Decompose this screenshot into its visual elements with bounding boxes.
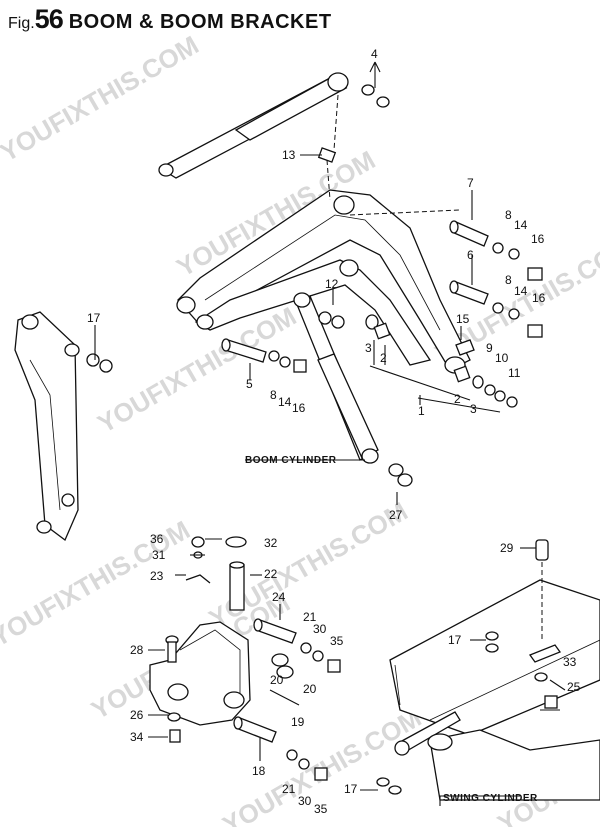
callout-8: 8 xyxy=(505,208,512,222)
callout-14: 14 xyxy=(514,284,528,298)
callout-25: 25 xyxy=(567,680,581,694)
callout-7: 7 xyxy=(467,176,474,190)
callout-24: 24 xyxy=(272,590,286,604)
figure-title-text: BOOM & BOOM BRACKET xyxy=(68,11,332,33)
callout-16: 16 xyxy=(292,401,306,415)
callout-33: 33 xyxy=(563,655,577,669)
callout-17: 17 xyxy=(448,633,462,647)
top-cylinder xyxy=(158,72,349,179)
callout-20: 20 xyxy=(303,682,317,696)
swing-cylinder-caption: SWING CYLINDER xyxy=(443,793,538,804)
callout-27: 27 xyxy=(389,508,403,522)
callout-11: 11 xyxy=(508,366,521,380)
callout-21: 21 xyxy=(282,782,296,796)
callout-16: 16 xyxy=(532,291,546,305)
callout-4: 4 xyxy=(371,47,378,61)
callout-34: 34 xyxy=(130,730,144,744)
watermark: YOUFIXTHIS.COM xyxy=(0,515,195,653)
callout-20: 20 xyxy=(270,673,284,687)
callout-2: 2 xyxy=(380,351,387,365)
callout-26: 26 xyxy=(130,708,144,722)
callout-17: 17 xyxy=(344,782,358,796)
callout-14: 14 xyxy=(514,218,528,232)
callout-1: 1 xyxy=(418,404,425,418)
callout-31: 31 xyxy=(152,548,166,562)
boom-cylinder-caption: BOOM CYLINDER xyxy=(245,455,337,466)
callout-9: 9 xyxy=(486,341,493,355)
callout-32: 32 xyxy=(264,536,278,550)
arm xyxy=(14,311,80,542)
callout-14: 14 xyxy=(278,395,292,409)
boom-pins xyxy=(86,84,543,487)
callouts: 4 13 7 8 14 16 6 8 14 16 12 17 15 9 10 1… xyxy=(87,47,581,816)
callout-19: 19 xyxy=(291,715,305,729)
callout-3: 3 xyxy=(470,402,477,416)
callout-30: 30 xyxy=(313,622,327,636)
callout-28: 28 xyxy=(130,643,144,657)
callout-30: 30 xyxy=(298,794,312,808)
callout-12: 12 xyxy=(325,277,339,291)
callout-17: 17 xyxy=(87,311,101,325)
boom-bracket xyxy=(149,536,341,781)
callout-10: 10 xyxy=(495,351,509,365)
callout-5: 5 xyxy=(246,377,253,391)
figure-number: 56 xyxy=(34,4,64,34)
leader-lines xyxy=(94,61,566,806)
callout-29: 29 xyxy=(500,541,514,555)
figure-prefix: Fig. xyxy=(8,15,35,32)
callout-13: 13 xyxy=(282,148,296,162)
swing-bracket xyxy=(376,539,600,801)
callout-8: 8 xyxy=(505,273,512,287)
callout-8: 8 xyxy=(270,388,277,402)
callout-3: 3 xyxy=(365,341,372,355)
callout-36: 36 xyxy=(150,532,164,546)
callout-18: 18 xyxy=(252,764,266,778)
callout-15: 15 xyxy=(456,312,470,326)
callout-22: 22 xyxy=(264,567,278,581)
callout-6: 6 xyxy=(467,248,474,262)
callout-2: 2 xyxy=(454,392,461,406)
callout-35: 35 xyxy=(330,634,344,648)
callout-23: 23 xyxy=(150,569,164,583)
callout-16: 16 xyxy=(531,232,545,246)
watermark: YOUFIXTHIS.COM xyxy=(0,30,204,168)
callout-21: 21 xyxy=(303,610,317,624)
callout-35: 35 xyxy=(314,802,328,816)
boom-cylinder xyxy=(293,292,379,464)
